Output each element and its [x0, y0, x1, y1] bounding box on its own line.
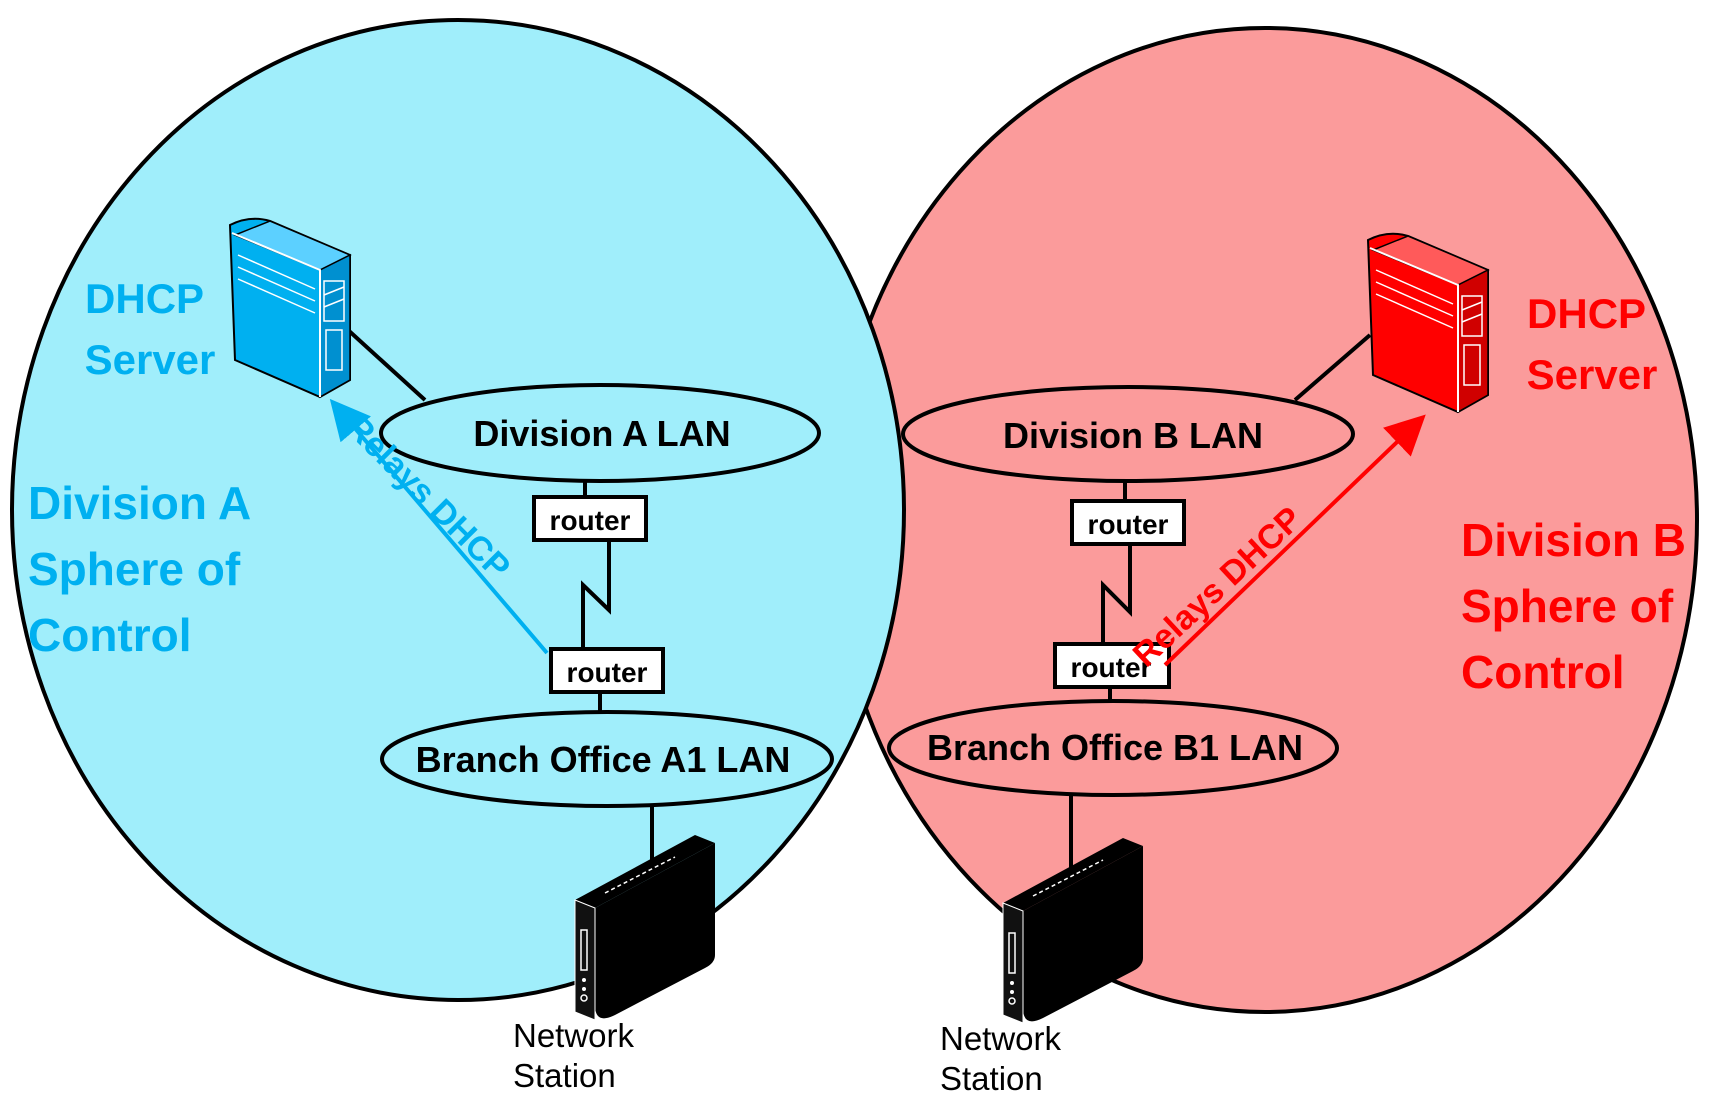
- division-a-sphere-label: Division A Sphere of Control: [28, 477, 262, 661]
- division-b-server-line-1: DHCP: [1527, 290, 1645, 337]
- division-b-server-label: DHCP Server: [1527, 290, 1658, 398]
- division-a-lan-label: Division A LAN: [473, 413, 730, 454]
- division-b-router-bottom: [1053, 642, 1171, 689]
- division-a-lan: [379, 383, 821, 483]
- division-b-branch-lan-label: Branch Office B1 LAN: [927, 727, 1303, 768]
- division-b-lan: [901, 385, 1355, 483]
- division-b-server-link: [1293, 333, 1372, 402]
- division-b-sphere-label: Division B Sphere of Control: [1461, 514, 1699, 698]
- division-b-sphere-line-1: Division B: [1461, 514, 1686, 566]
- division-a-sphere-line-3: Control: [28, 609, 192, 661]
- division-a-sphere-line-2: Sphere of: [28, 543, 241, 595]
- division-b-server-icon: [1366, 232, 1490, 414]
- division-a-station-label: Network Station: [513, 1017, 643, 1094]
- division-a-server-line-2: Server: [85, 336, 216, 383]
- division-b-station-line-1: Network: [940, 1020, 1062, 1057]
- division-b-station-icon: [1002, 838, 1143, 1024]
- division-b-station-line-2: Station: [940, 1060, 1043, 1095]
- division-b-sphere-line-3: Control: [1461, 646, 1625, 698]
- division-b-router-top-label: router: [1088, 509, 1169, 540]
- division-b-station-label: Network Station: [940, 1020, 1070, 1095]
- division-a-station-icon: [574, 835, 715, 1021]
- division-a-wan-link: [581, 540, 611, 648]
- division-a-sphere-line-1: Division A: [28, 477, 250, 529]
- division-b-sphere-line-2: Sphere of: [1461, 580, 1674, 632]
- division-b-branch-lan: [887, 699, 1339, 797]
- division-a-server-line-1: DHCP: [85, 275, 203, 322]
- division-a-server-label: DHCP Server: [85, 275, 216, 383]
- division-a-router-top-label: router: [550, 505, 631, 536]
- division-b-server-line-2: Server: [1527, 351, 1658, 398]
- division-a-server-icon: [228, 217, 352, 399]
- division-a-router-bottom-label: router: [567, 657, 648, 688]
- division-b-relay-arrow: [1163, 414, 1426, 667]
- division-a-relay-arrow: [329, 398, 549, 655]
- division-a-router-bottom: [549, 647, 665, 694]
- division-a-station-line-1: Network: [513, 1017, 635, 1054]
- division-b-lan-label: Division B LAN: [1003, 415, 1263, 456]
- division-a-router-top: [532, 495, 648, 542]
- division-b-wan-link: [1101, 544, 1132, 644]
- division-a-station-line-2: Station: [513, 1057, 616, 1094]
- division-b-router-bottom-label: router: [1071, 652, 1152, 683]
- division-b-router-top: [1070, 499, 1186, 546]
- division-a-server-link: [346, 328, 427, 402]
- division-a-branch-lan-label: Branch Office A1 LAN: [416, 739, 791, 780]
- division-a-branch-lan: [380, 710, 834, 808]
